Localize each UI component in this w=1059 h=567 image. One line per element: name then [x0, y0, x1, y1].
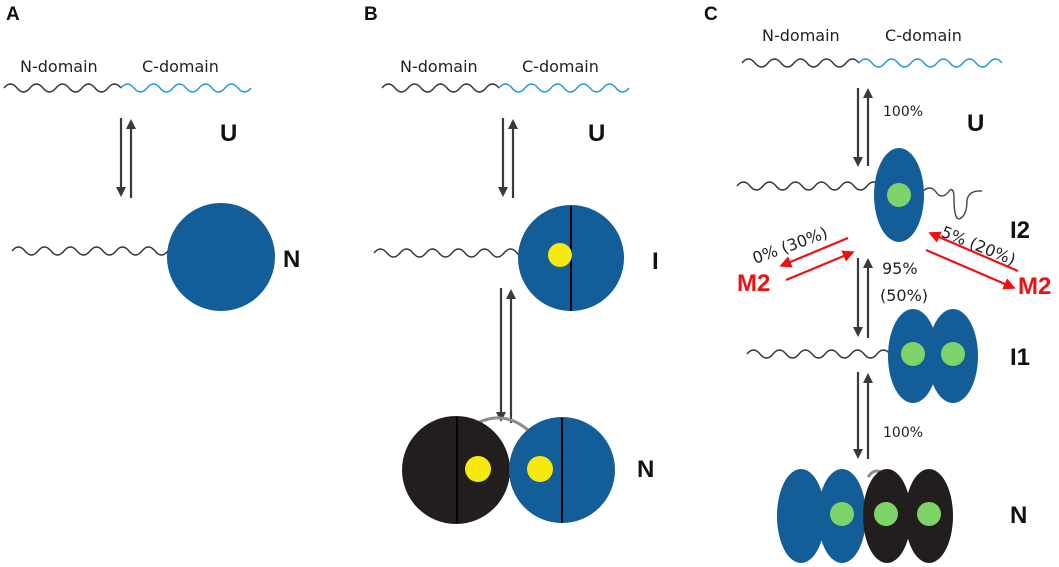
panel-c-i2-domain: [874, 148, 924, 242]
panel-c-i2-chain-right: [921, 187, 983, 220]
panel-c-letter: C: [704, 4, 718, 25]
panel-b-intermediate-chain: [373, 248, 531, 258]
panel-c-pct-u-i2: 100%: [883, 104, 923, 120]
panel-a-equilibrium-arrows: [116, 118, 136, 198]
panel-b-unfolded-c-chain: [498, 83, 630, 93]
panel-b-equilibrium-arrows-2: [496, 288, 516, 423]
panel-c-left-m2-arrows: [779, 236, 855, 282]
panel-c-state-i2: I2: [1010, 217, 1030, 244]
panel-c-m2-right: M2: [1018, 273, 1051, 300]
panel-b-state-u: U: [588, 120, 605, 147]
panel-b-letter: B: [364, 4, 378, 25]
panel-c-m2-left: M2: [737, 270, 770, 297]
panel-b-unfolded-n-chain: [381, 83, 500, 93]
panel-c-pct-mid-2: (50%): [880, 286, 928, 305]
panel-c-u-i2-arrows: [853, 88, 873, 167]
panel-c-state-i1: I1: [1010, 344, 1030, 371]
panel-b-state-n: N: [637, 456, 654, 483]
panel-a-unfolded-n-chain: [3, 83, 122, 93]
panel-a-letter: A: [6, 4, 20, 25]
panel-c-state-n: N: [1010, 502, 1027, 529]
panel-c-c-domain-label: C-domain: [885, 26, 962, 45]
panel-c-n-domain-label: N-domain: [762, 26, 840, 45]
panel-c-i1-domains: [888, 309, 978, 403]
panel-a-unfolded-c-chain: [120, 83, 252, 93]
panel-b-intermediate-domain: [518, 205, 624, 311]
panel-c-i1-n-arrows: [853, 372, 873, 459]
panel-b-native-blue-domain: [509, 417, 615, 523]
panel-c-pct-mid-1: 95%: [882, 259, 918, 278]
panel-c-i2-chain-left: [736, 181, 881, 191]
panel-c: C N-domain C-domain U 100% I2 0% (30%) M…: [704, 4, 1051, 563]
panel-c-right-m2-arrows: [925, 231, 1019, 290]
panel-b-native-dark-domain: [402, 416, 510, 524]
panel-a-state-n: N: [283, 246, 300, 273]
panel-c-unfolded-c-chain: [858, 58, 1003, 68]
panel-a-native-chain: [11, 246, 169, 256]
panel-c-pct-i1-n: 100%: [883, 425, 923, 441]
panel-b: B N-domain C-domain U I: [364, 4, 659, 524]
panel-c-native-domains: [777, 469, 953, 563]
panel-b-equilibrium-arrows-1: [498, 118, 518, 198]
panel-b-state-i: I: [652, 248, 659, 275]
panel-b-n-domain-label: N-domain: [400, 57, 478, 76]
panel-c-unfolded-n-chain: [741, 58, 860, 68]
panel-b-yellow-dot: [548, 243, 572, 267]
panel-a-c-domain-label: C-domain: [142, 57, 219, 76]
panel-c-i1-chain: [746, 349, 891, 359]
panel-c-i2-i1-arrows: [853, 258, 873, 338]
panel-c-i2-green-dot: [887, 183, 911, 207]
panel-c-state-u: U: [967, 110, 984, 137]
panel-a: A N-domain C-domain U N: [3, 4, 300, 311]
panel-a-state-u: U: [220, 120, 237, 147]
panel-c-pct-right: 5% (20%): [939, 222, 1019, 269]
panel-a-n-domain-label: N-domain: [20, 57, 98, 76]
panel-a-folded-domain: [167, 203, 275, 311]
panel-b-c-domain-label: C-domain: [522, 57, 599, 76]
